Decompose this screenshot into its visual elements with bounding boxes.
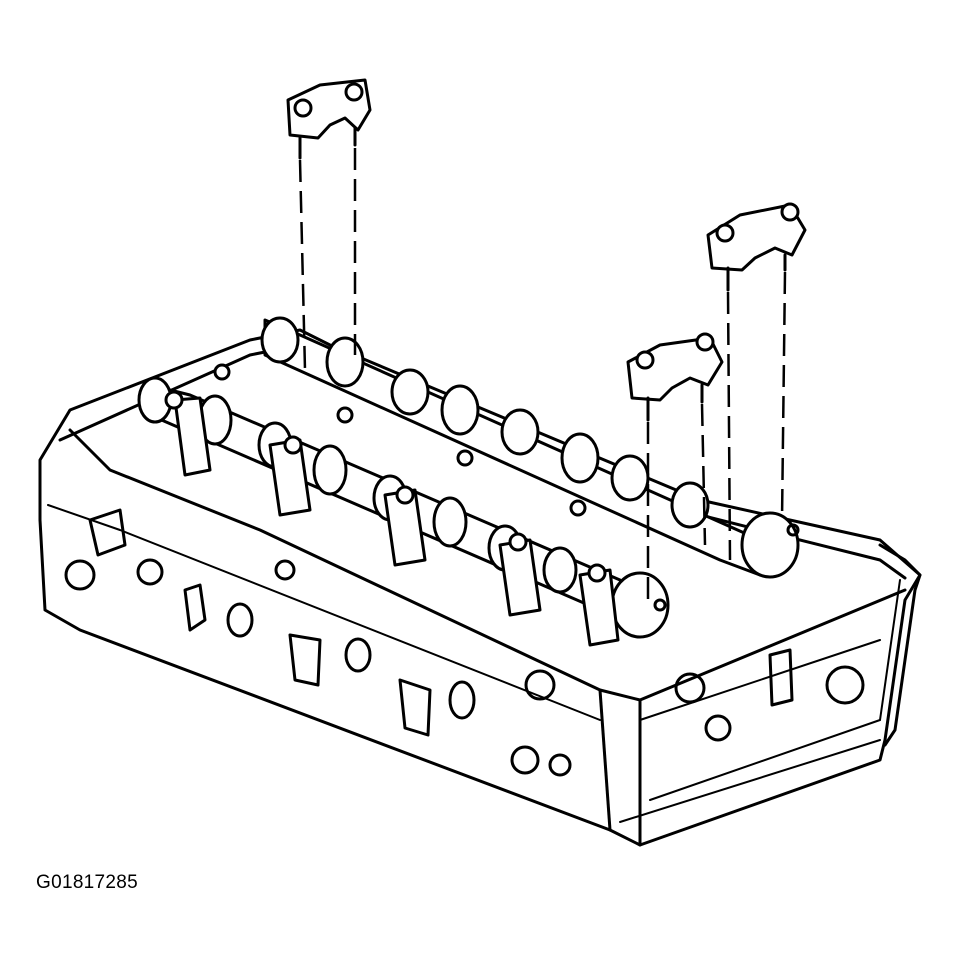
intake-camshaft (260, 316, 800, 579)
figure-id-label: G01817285 (36, 872, 139, 893)
side-ports (64, 508, 865, 777)
bearing-cap-3 (626, 332, 724, 600)
bearing-cap-1 (286, 78, 372, 371)
rear-end-plate (878, 543, 922, 747)
bearing-cap-2 (706, 202, 807, 561)
installed-bearing-caps (164, 363, 620, 647)
